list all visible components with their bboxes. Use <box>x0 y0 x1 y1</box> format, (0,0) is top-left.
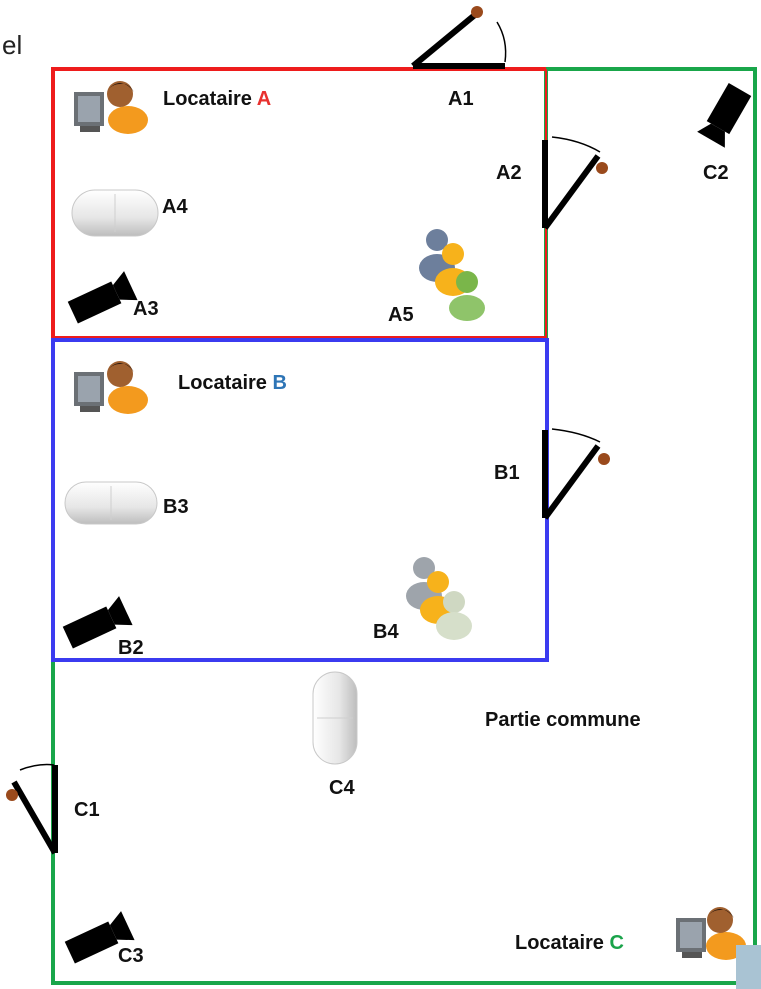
zone-c-letter: C <box>609 932 624 954</box>
top-left-text-fragment: el <box>2 30 23 60</box>
user-b-icon <box>74 361 148 414</box>
door-b1-icon <box>542 428 610 520</box>
zone-b-prefix: Locataire <box>178 372 273 394</box>
label-a1: A1 <box>448 88 474 110</box>
label-a4: A4 <box>162 196 188 218</box>
label-b1: B1 <box>494 462 520 484</box>
label-c2: C2 <box>703 162 729 184</box>
corner-decoration <box>736 945 761 989</box>
label-a5: A5 <box>388 304 414 326</box>
sensor-b3-icon <box>64 481 158 525</box>
zone-a-letter: A <box>256 88 272 110</box>
label-b2: B2 <box>118 637 144 659</box>
camera-a3-icon <box>67 271 138 324</box>
sensor-a4-icon <box>71 189 159 237</box>
zone-a-title: Locataire A <box>163 89 271 109</box>
door-a2-icon <box>542 136 608 230</box>
zone-a-prefix: Locataire <box>163 88 257 110</box>
zone-b-letter: B <box>272 372 287 394</box>
label-c4: C4 <box>329 777 355 799</box>
user-a-icon <box>74 81 148 134</box>
group-b4-icon <box>406 557 472 640</box>
label-a2: A2 <box>496 162 522 184</box>
zone-c-title: Locataire C <box>515 933 624 953</box>
label-a3: A3 <box>133 298 159 320</box>
sensor-c4-icon <box>312 671 358 765</box>
door-a1-icon <box>411 6 507 69</box>
label-c3: C3 <box>118 945 144 967</box>
camera-b2-icon <box>62 596 133 649</box>
door-c1-icon <box>6 763 58 855</box>
label-c1: C1 <box>74 799 100 821</box>
zone-c-border <box>51 67 757 985</box>
common-area-title: Partie commune <box>485 709 641 731</box>
label-b3: B3 <box>163 496 189 518</box>
user-c-icon <box>676 907 746 960</box>
zone-b-title: Locataire B <box>178 373 287 393</box>
zone-c-prefix: Locataire <box>515 932 610 954</box>
label-b4: B4 <box>373 621 399 643</box>
group-a5-icon <box>419 229 485 321</box>
camera-c3-icon <box>64 911 135 964</box>
camera-c2-icon <box>697 82 752 148</box>
